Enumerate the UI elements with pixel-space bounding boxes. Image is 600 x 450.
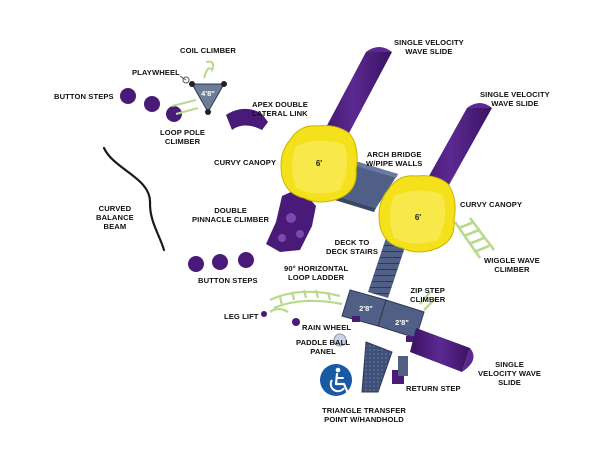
label-loop-ladder: 90° HORIZONTAL LOOP LADDER — [284, 264, 349, 283]
label-apex-link: APEX DOUBLE LATERAL LINK — [252, 100, 308, 119]
label-arch-bridge: ARCH BRIDGE W/PIPE WALLS — [366, 150, 423, 169]
button-steps-top — [120, 88, 182, 122]
label-slide-3: SINGLE VELOCITY WAVE SLIDE — [478, 360, 542, 388]
loop-pole-climber — [171, 99, 199, 115]
playwheel — [179, 75, 190, 84]
label-return-step: RETURN STEP — [406, 384, 461, 393]
label-curvy-canopy-right: CURVY CANOPY — [460, 200, 523, 209]
label-rain-wheel: RAIN WHEEL — [302, 323, 352, 332]
apex-double-lateral-link — [226, 108, 268, 130]
label-curvy-canopy-left: CURVY CANOPY — [214, 158, 277, 167]
triangle-deck-cluster: 4'8" — [189, 81, 227, 115]
zip-step-climber — [419, 291, 437, 311]
label-button-steps-bottom: BUTTON STEPS — [198, 276, 258, 285]
label-wiggle-wave: WIGGLE WAVE CLIMBER — [484, 256, 540, 275]
label-zip-step: ZIP STEP CLIMBER — [410, 286, 446, 305]
leg-lift — [261, 307, 289, 317]
label-leg-lift: LEG LIFT — [224, 312, 259, 321]
label-paddle-ball: PADDLE BALL PANEL — [296, 338, 351, 357]
single-velocity-wave-slide-3 — [410, 328, 474, 372]
label-triangle-transfer: TRIANGLE TRANSFER POINT W/HANDHOLD — [322, 406, 406, 425]
label-loop-pole-climber: LOOP POLE CLIMBER — [160, 128, 206, 147]
coil-climber — [203, 60, 215, 79]
curvy-canopy-right: 6' — [378, 175, 456, 253]
label-coil-climber: COIL CLIMBER — [180, 46, 236, 55]
label-button-steps-top: BUTTON STEPS — [54, 92, 114, 101]
horizontal-loop-ladder — [269, 289, 343, 310]
label-double-pinnacle: DOUBLE PINNACLE CLIMBER — [192, 206, 270, 225]
triangle-deck-height: 4'8" — [201, 89, 215, 98]
label-curved-balance-beam: CURVED BALANCE BEAM — [96, 204, 134, 232]
wiggle-wave-climber — [453, 217, 496, 259]
button-steps-bottom — [188, 252, 254, 272]
label-playwheel: PLAYWHEEL — [132, 68, 180, 77]
single-velocity-wave-slide-1 — [314, 47, 392, 150]
return-step — [398, 356, 408, 376]
deck-b-height: 2'8" — [395, 318, 409, 327]
canopy-right-height: 6' — [415, 213, 421, 222]
canopy-left-height: 6' — [316, 159, 322, 168]
label-slide-1: SINGLE VELOCITY WAVE SLIDE — [394, 38, 464, 57]
deck-to-deck-stairs — [368, 232, 408, 298]
curvy-canopy-left: 6' — [280, 125, 358, 203]
paddle-ball-panel — [333, 333, 347, 347]
label-slide-2: SINGLE VELOCITY WAVE SLIDE — [480, 90, 550, 109]
deck-a-height: 2'8" — [359, 304, 373, 313]
triangle-transfer-point — [361, 341, 404, 393]
curved-balance-beam — [102, 146, 166, 252]
double-pinnacle-climber — [266, 188, 316, 252]
wheelchair-accessibility-icon — [320, 364, 352, 396]
label-deck-to-deck: DECK TO DECK STAIRS — [326, 238, 379, 257]
rain-wheel — [292, 318, 300, 326]
